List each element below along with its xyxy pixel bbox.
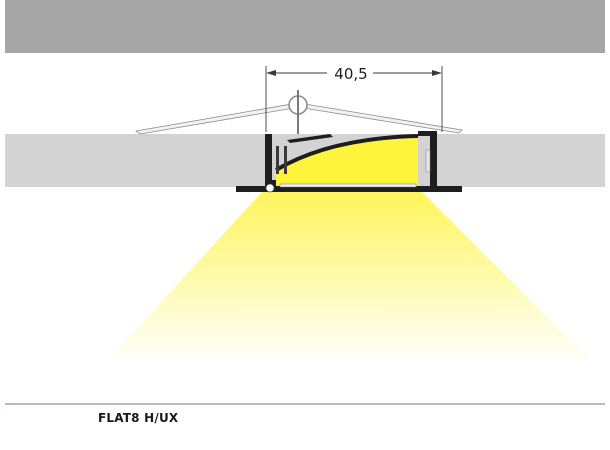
ceiling-slab	[5, 0, 605, 53]
dimension-value: 40,5	[334, 65, 367, 83]
dimension-arrow-left	[266, 70, 276, 76]
dimension-arrow-right	[432, 70, 442, 76]
dimension-line	[265, 66, 443, 132]
light-beam	[108, 192, 590, 360]
aluminium-profile	[236, 131, 462, 193]
product-name: FLAT8 H/UX	[98, 411, 179, 425]
